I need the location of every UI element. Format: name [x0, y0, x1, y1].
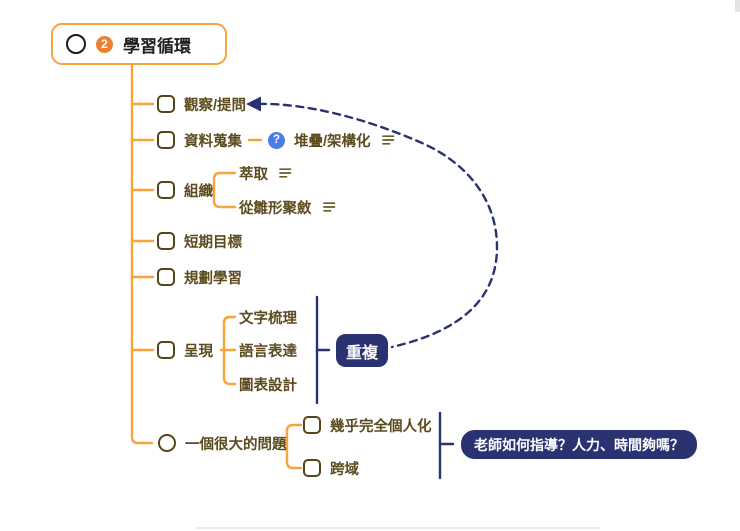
callout-teacher-question[interactable]: 老師如何指導？人力、時間夠嗎？	[461, 430, 697, 459]
note-lines-icon[interactable]	[381, 134, 395, 146]
root-label: 學習循環	[123, 36, 191, 56]
bottom-divider	[195, 527, 600, 529]
node-present[interactable]: 呈現	[157, 339, 213, 361]
note-lines-icon[interactable]	[279, 167, 292, 179]
node-label: 跨域	[330, 461, 359, 478]
checkbox[interactable]	[157, 341, 175, 359]
checkbox[interactable]	[157, 181, 175, 199]
order-badge[interactable]: 2	[96, 35, 113, 53]
checkbox[interactable]	[157, 268, 175, 286]
node-label: 幾乎完全個人化	[330, 418, 432, 435]
node-cross-domain[interactable]: 跨域	[303, 457, 359, 479]
node-label: 規劃學習	[184, 270, 242, 287]
node-label: 從雛形聚斂	[239, 200, 312, 217]
big-problem-elbow	[278, 423, 303, 470]
node-label: 組織	[184, 183, 213, 200]
note-lines-icon[interactable]	[322, 201, 336, 213]
scrollbar-fragment	[735, 0, 740, 12]
node-text-combing[interactable]: 文字梳理	[239, 306, 297, 328]
node-label: 圖表設計	[239, 377, 297, 394]
checkbox[interactable]	[157, 232, 175, 250]
node-short-term-goal[interactable]: 短期目標	[157, 230, 242, 252]
checkbox[interactable]	[303, 459, 321, 477]
question-mark-icon[interactable]: ?	[268, 131, 285, 149]
callout-repeat[interactable]: 重複	[336, 334, 388, 367]
checkbox[interactable]	[157, 95, 175, 113]
node-label: 觀察/提問	[184, 97, 247, 114]
node-label: 短期目標	[184, 234, 242, 251]
node-almost-fully-personalized[interactable]: 幾乎完全個人化	[303, 414, 432, 436]
root-node-learning-cycle[interactable]: 2 學習循環	[51, 23, 227, 65]
node-observe-question[interactable]: 觀察/提問	[157, 93, 246, 115]
checkbox[interactable]	[157, 131, 175, 149]
node-label: 萃取	[239, 166, 268, 183]
loop-arrowhead-icon	[246, 96, 261, 112]
node-label: 堆疊/架構化	[294, 133, 371, 150]
checkbox[interactable]	[303, 416, 321, 434]
node-plan-learning[interactable]: 規劃學習	[157, 266, 242, 288]
present-elbow	[219, 315, 237, 386]
node-label: 呈現	[184, 343, 213, 360]
node-data-collection[interactable]: 資料蒐集	[157, 129, 242, 151]
node-verbal-expression[interactable]: 語言表達	[239, 339, 297, 361]
node-label: 語言表達	[239, 343, 297, 360]
circle-marker-icon[interactable]	[66, 34, 86, 54]
node-label: 資料蒐集	[184, 133, 242, 150]
circle-marker-icon[interactable]	[158, 434, 176, 452]
organize-elbow	[208, 171, 237, 209]
node-converge-from-prototype[interactable]: 從雛形聚斂	[239, 196, 336, 218]
node-extract[interactable]: 萃取	[239, 162, 292, 184]
node-stack-structure[interactable]: ? 堆疊/架構化	[268, 129, 395, 151]
node-label: 一個很大的問題	[185, 436, 287, 453]
node-big-problem[interactable]: 一個很大的問題	[158, 432, 287, 454]
node-organize[interactable]: 組織	[157, 179, 213, 201]
node-label: 文字梳理	[239, 310, 297, 327]
node-chart-design[interactable]: 圖表設計	[239, 373, 297, 395]
loop-arrow-curve	[257, 102, 499, 349]
trunk-line	[130, 61, 154, 445]
